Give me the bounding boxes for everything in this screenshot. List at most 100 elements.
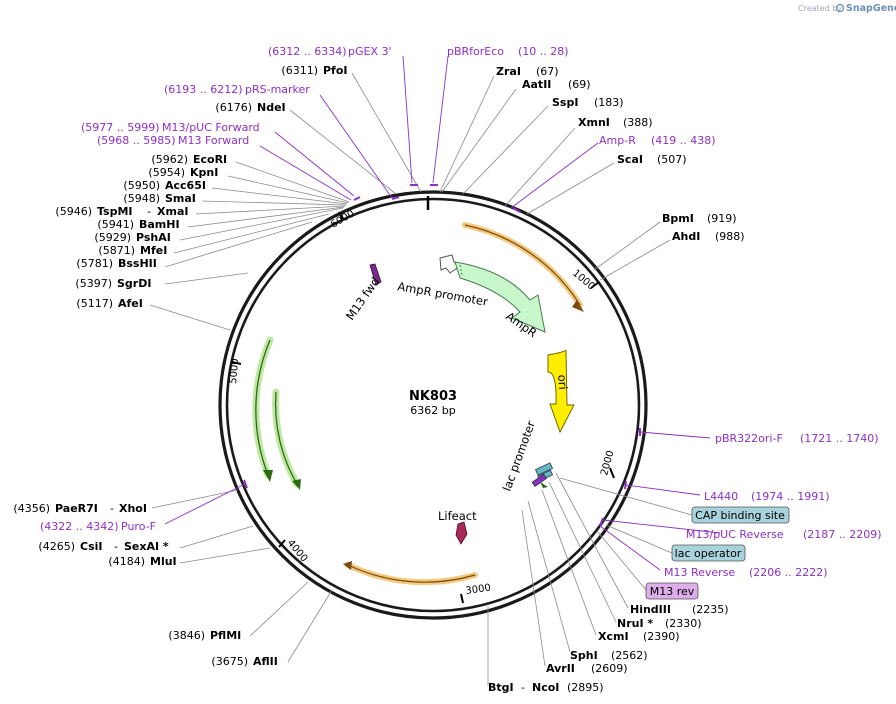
site-name: XmaI (157, 205, 188, 218)
site-pos: (5946) (55, 205, 92, 218)
orf-arcs-orange (343, 222, 584, 586)
lac-promoter-block (531, 462, 554, 488)
site-pos: (5397) (75, 277, 112, 290)
primer-range: (4322 .. 4342) (40, 520, 119, 533)
svg-text:-: - (114, 540, 118, 553)
site-name: SphI (570, 649, 598, 662)
site-pos: (6311) (281, 64, 318, 77)
primer-range: (1974 .. 1991) (751, 490, 830, 503)
site-name: XmnI (578, 116, 610, 129)
site-name: BpmI (662, 212, 694, 225)
site-pos: (5950) (123, 179, 160, 192)
plasmid-name: NK803 (409, 389, 457, 404)
site-name: AfeI (118, 297, 143, 310)
primer-name: Amp-R (599, 134, 636, 147)
site-name: XcmI (598, 630, 629, 643)
primer-name: M13 Reverse (664, 566, 735, 579)
site-pos: (5941) (97, 218, 134, 231)
ori-arrow (547, 349, 575, 434)
site-name: AvrII (546, 662, 575, 675)
site-name: AatII (522, 78, 551, 91)
primer-range: (1721 .. 1740) (800, 432, 879, 445)
tick-label-3000: 3000 (465, 583, 492, 597)
plasmid-size: 6362 bp (410, 404, 455, 417)
box-label: lac operator (675, 547, 742, 560)
primer-name: Puro-F (121, 520, 156, 533)
primer-name: pBRforEco (447, 45, 504, 58)
primer-name: pGEX 3' (348, 45, 392, 58)
primer-range: (2206 .. 2222) (749, 566, 828, 579)
primer-name: pRS-marker (245, 83, 310, 96)
tick-label-5000: 5000 (228, 358, 241, 384)
site-pos: (4184) (108, 555, 145, 568)
site-name: BssHII (118, 257, 157, 270)
primer-range: (2187 .. 2209) (803, 528, 882, 541)
m13-rev-box (645, 582, 699, 600)
site-name: HindIII (630, 603, 671, 616)
orf-arcs-green (252, 336, 301, 490)
site-name: SmaI (165, 192, 196, 205)
site-name: PshAI (136, 231, 171, 244)
site-pos: (5929) (94, 231, 131, 244)
site-pos: (4356) (13, 502, 50, 515)
svg-text:-: - (521, 681, 525, 694)
site-name: AflII (253, 655, 278, 668)
primer-name: pBR322ori-F (715, 432, 783, 445)
watermark-created-by: Created by (798, 4, 842, 13)
site-name: TspMI (97, 205, 133, 218)
watermark-brand: SnapGene (846, 3, 896, 14)
site-name: PaeR7I (55, 502, 98, 515)
site-pos: (5954) (148, 166, 185, 179)
lifeact-arrow (455, 521, 468, 545)
site-pos: (2562) (611, 649, 648, 662)
site-pos: (5962) (151, 153, 188, 166)
site-name: PfoI (323, 64, 348, 77)
site-pos: (69) (568, 78, 591, 91)
site-name: KpnI (190, 166, 218, 179)
site-pos: (2235) (692, 603, 729, 616)
site-pos: (3846) (168, 629, 205, 642)
ampr-arrow (454, 261, 546, 333)
site-name: ScaI (617, 153, 643, 166)
primer-range: (5977 .. 5999) (81, 121, 160, 134)
site-pos: (919) (707, 212, 737, 225)
primer-range: (5968 .. 5985) (97, 134, 176, 147)
primer-name: M13 Forward (178, 134, 249, 147)
snapgene-logo-icon (835, 3, 845, 13)
leader-lines-right (439, 75, 671, 686)
site-name: NdeI (257, 101, 286, 114)
site-pos: (6176) (215, 101, 252, 114)
primer-name: L4440 (704, 490, 738, 503)
site-name: SgrDI (117, 277, 151, 290)
site-name: EcoRI (193, 153, 227, 166)
site-name: Acc65I (165, 179, 206, 192)
primer-range: (6312 .. 6334) (268, 45, 347, 58)
site-pos: (3675) (211, 655, 248, 668)
leader-lines-left (149, 72, 422, 663)
site-pos: (5948) (123, 192, 160, 205)
site-name: SspI (552, 96, 578, 109)
site-labels-left: (6311) PfoI (6176) NdeI (5962) EcoRI (59… (13, 64, 347, 668)
backbone (218, 190, 648, 620)
svg-text:-: - (147, 205, 151, 218)
site-name: XhoI (119, 502, 147, 515)
primer-lines (164, 55, 721, 571)
site-name: PflMI (210, 629, 241, 642)
svg-text:-: - (110, 502, 114, 515)
site-name: ZraI (496, 65, 521, 78)
feature-label-m13-fwd: M13 fwd (343, 275, 382, 323)
cap-binding-site-box (691, 506, 790, 524)
primer-range: (419 .. 438) (651, 134, 716, 147)
feature-label-lifeact: Lifeact (438, 509, 477, 523)
site-pos: (5781) (76, 257, 113, 270)
site-pos: (2390) (643, 630, 680, 643)
site-name: AhdI (672, 230, 700, 243)
site-pos: (183) (594, 96, 624, 109)
site-pos: (5871) (98, 244, 135, 257)
site-pos: (5117) (76, 297, 113, 310)
box-label: CAP binding site (695, 509, 785, 522)
tick-label-1000: 1000 (570, 268, 597, 293)
primer-range: (10 .. 28) (518, 45, 569, 58)
site-pos: (388) (623, 116, 653, 129)
site-name: CsiI (80, 540, 102, 553)
